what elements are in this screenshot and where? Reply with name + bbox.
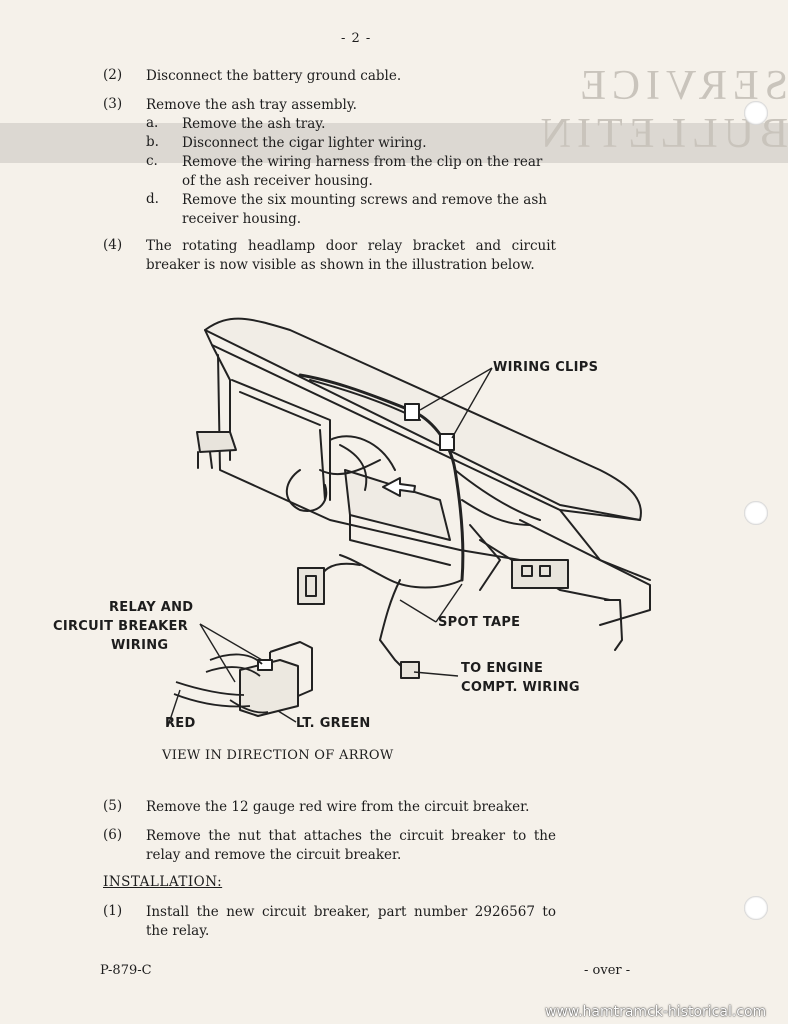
step-text: The rotating headlamp door relay bracket… (146, 238, 556, 273)
label-red: RED (165, 716, 196, 731)
label-wiring-clips: WIRING CLIPS (493, 360, 599, 375)
step-text: Remove the 12 gauge red wire from the ci… (146, 799, 530, 815)
substep-letter: d. (146, 191, 159, 207)
substep-letter: a. (146, 115, 159, 131)
substep-text: Remove the six mounting screws and remov… (182, 192, 547, 227)
site-watermark: www.hamtramck-historical.com (545, 1004, 767, 1020)
illustration-caption: VIEW IN DIRECTION OF ARROW (162, 748, 394, 763)
step-text: Disconnect the battery ground cable. (146, 68, 402, 84)
step-number: (2) (103, 67, 123, 83)
label-relay: RELAY AND (109, 600, 194, 615)
page-number: - 2 - (341, 31, 372, 46)
continued-note: - over - (584, 963, 631, 978)
step-text: Remove the ash tray assembly. (146, 97, 357, 113)
step-number: (1) (103, 903, 123, 919)
punch-hole-top (744, 101, 768, 125)
step-text: Install the new circuit breaker, part nu… (146, 904, 556, 939)
bleed-through-band (0, 123, 788, 163)
substep-letter: c. (146, 153, 158, 169)
substep-text: Disconnect the cigar lighter wiring. (182, 135, 427, 151)
step-number: (4) (103, 237, 123, 253)
step-text: Remove the nut that attaches the circuit… (146, 828, 556, 863)
installation-heading: INSTALLATION: (103, 874, 223, 890)
label-compt-wiring: COMPT. WIRING (461, 680, 580, 695)
step-number: (6) (103, 827, 123, 843)
step-number: (5) (103, 798, 123, 814)
label-to-engine: TO ENGINE (461, 661, 544, 676)
substep-text: Remove the wiring harness from the clip … (182, 154, 543, 189)
label-circuit-breaker: CIRCUIT BREAKER (53, 619, 189, 634)
substep-text: Remove the ash tray. (182, 116, 326, 132)
document-code: P-879-C (100, 963, 152, 978)
label-lt-green: LT. GREEN (296, 716, 371, 731)
step-number: (3) (103, 96, 123, 112)
substep-letter: b. (146, 134, 159, 150)
label-wiring: WIRING (111, 638, 169, 653)
punch-hole-middle (744, 501, 768, 525)
label-spot-tape: SPOT TAPE (438, 615, 521, 630)
punch-hole-bottom (744, 896, 768, 920)
